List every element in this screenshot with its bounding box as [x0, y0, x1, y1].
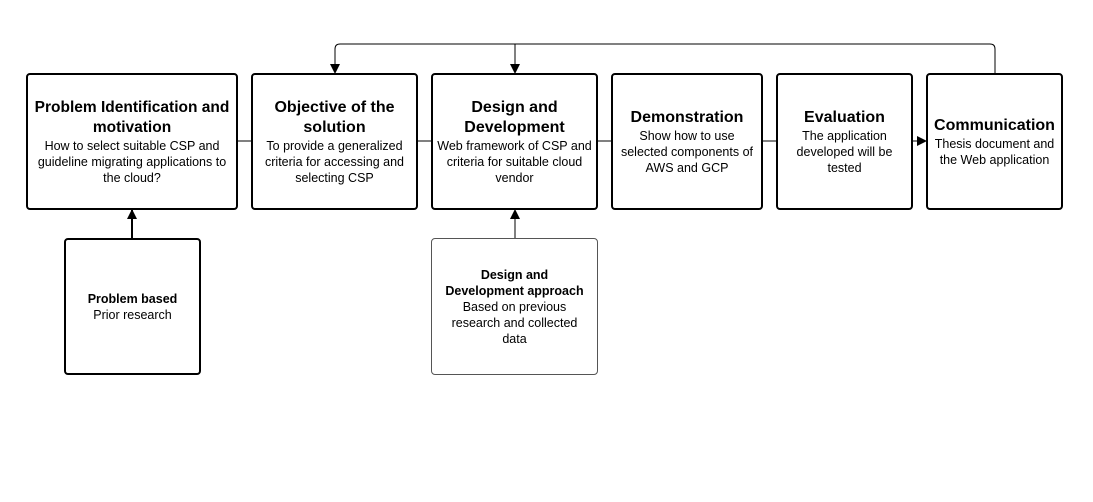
stage-description: The application developed will be tested: [796, 128, 893, 175]
input-design-approach: Design and Development approach Based on…: [431, 238, 598, 375]
stage-description: Web framework of CSP and criteria for su…: [437, 138, 592, 185]
stage-description: How to select suitable CSP and guideline…: [37, 138, 227, 185]
input-title: Problem based: [87, 291, 178, 306]
stage-description: Thesis document and the Web application: [934, 136, 1055, 167]
stage-evaluation: Evaluation The application developed wil…: [776, 73, 913, 210]
stage-communication: Communication Thesis document and the We…: [926, 73, 1063, 210]
stage-title: Communication: [934, 116, 1055, 134]
stage-title: Design and Development: [464, 98, 565, 136]
stage-objective: Objective of the solution To provide a g…: [251, 73, 418, 210]
stage-design-development: Design and Development Web framework of …: [431, 73, 598, 210]
stage-title: Objective of the solution: [274, 98, 395, 136]
feedback-loop: [330, 43, 996, 74]
input-description: Prior research: [93, 307, 172, 322]
stage-description: To provide a generalized criteria for ac…: [265, 138, 404, 185]
input-description: Based on previous research and collected…: [451, 299, 578, 346]
stage-problem-identification: Problem Identification and motivation Ho…: [26, 73, 238, 210]
stage-title: Problem Identification and motivation: [34, 98, 230, 136]
stage-title: Evaluation: [804, 108, 885, 126]
stage-description: Show how to use selected components of A…: [620, 128, 754, 175]
input-title: Design and Development approach: [445, 267, 584, 298]
stage-demonstration: Demonstration Show how to use selected c…: [611, 73, 763, 210]
stage-title: Demonstration: [630, 108, 744, 126]
input-problem-based: Problem based Prior research: [64, 238, 201, 375]
